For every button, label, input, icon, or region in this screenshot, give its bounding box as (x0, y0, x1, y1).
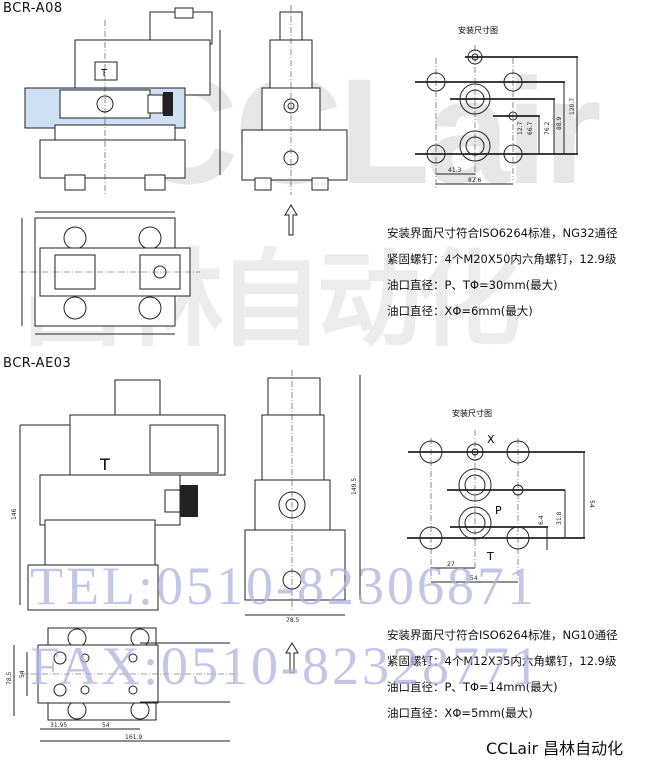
spec-line: 油口直径：P、TΦ=14mm(最大) (387, 680, 558, 694)
mount-title-ae03: 安装尺寸图 (452, 408, 492, 418)
spec-line: 紧固螺钉：4个M20X50内六角螺钉，12.9级 (387, 252, 617, 266)
valve-label-a08: T (100, 68, 108, 79)
spec-line: 安装界面尺寸符合ISO6264标准，NG10通径 (387, 628, 618, 642)
spec-line: 油口直径：XΦ=5mm(最大) (387, 706, 533, 720)
svg-text:12.7: 12.7 (517, 121, 524, 135)
svg-text:54: 54 (588, 500, 595, 508)
svg-text:41.3: 41.3 (448, 167, 462, 174)
port-label-p: P (495, 504, 502, 517)
svg-text:161.9: 161.9 (125, 734, 142, 741)
svg-text:31.95: 31.95 (50, 722, 67, 729)
valve-label-ae03: T (99, 455, 110, 474)
port-label-x: X (487, 433, 495, 446)
flow-arrow-icon (285, 642, 299, 674)
side-view-ae03: T (19, 379, 226, 611)
svg-text:54: 54 (470, 575, 478, 582)
svg-text:82.6: 82.6 (468, 177, 482, 184)
svg-text:78.5: 78.5 (286, 617, 300, 624)
front-view-a08 (241, 5, 348, 236)
model-title-a08: BCR-A08 (3, 1, 63, 16)
svg-text:54: 54 (102, 722, 110, 729)
svg-text:66.7: 66.7 (527, 121, 534, 135)
drawing-ae03: T 149.5 146 78.5 (6, 370, 595, 742)
port-label-t: T (486, 550, 494, 563)
flow-arrow-icon (284, 204, 298, 236)
plan-view-a08 (20, 211, 200, 335)
spec-line: 安装界面尺寸符合ISO6264标准，NG32通径 (387, 226, 618, 240)
drawing-a08: T (20, 5, 578, 335)
svg-text:27: 27 (447, 561, 455, 568)
mount-title-a08: 安装尺寸图 (458, 25, 498, 35)
svg-text:120.7: 120.7 (569, 98, 576, 115)
spec-line: 紧固螺钉：4个M12X35内六角螺钉，12.9级 (387, 654, 617, 668)
mounting-diagram-a08: 安装尺寸图 41.3 82.6 12.7 66.7 76.2 88.9 120.… (415, 25, 578, 190)
svg-text:54: 54 (19, 670, 26, 678)
watermark-fax: FAX:0510-82328771 (30, 636, 543, 696)
svg-text:88.9: 88.9 (556, 116, 563, 130)
brand-footer: CCLair 昌林自动化 (486, 739, 624, 758)
front-view-ae03: 149.5 146 78.5 (11, 370, 361, 674)
mounting-diagram-ae03: 安装尺寸图 X P T 27 54 6.4 31.8 54 (407, 408, 595, 583)
spec-line: 油口直径：P、TΦ=30mm(最大) (387, 278, 558, 292)
model-title-ae03: BCR-AE03 (3, 356, 72, 371)
plan-view-ae03: 78.5 54 31.95 54 161.9 (6, 627, 240, 742)
watermark-tel: TEL:0510-82306871 (30, 556, 537, 616)
svg-text:78.5: 78.5 (6, 671, 13, 685)
svg-text:149.5: 149.5 (351, 478, 358, 495)
svg-text:6.4: 6.4 (538, 515, 545, 525)
side-view-a08: T (24, 7, 221, 195)
svg-text:146: 146 (11, 508, 18, 520)
svg-text:76.2: 76.2 (544, 121, 551, 135)
svg-text:31.8: 31.8 (556, 511, 563, 525)
spec-line: 油口直径：XΦ=6mm(最大) (387, 304, 533, 318)
